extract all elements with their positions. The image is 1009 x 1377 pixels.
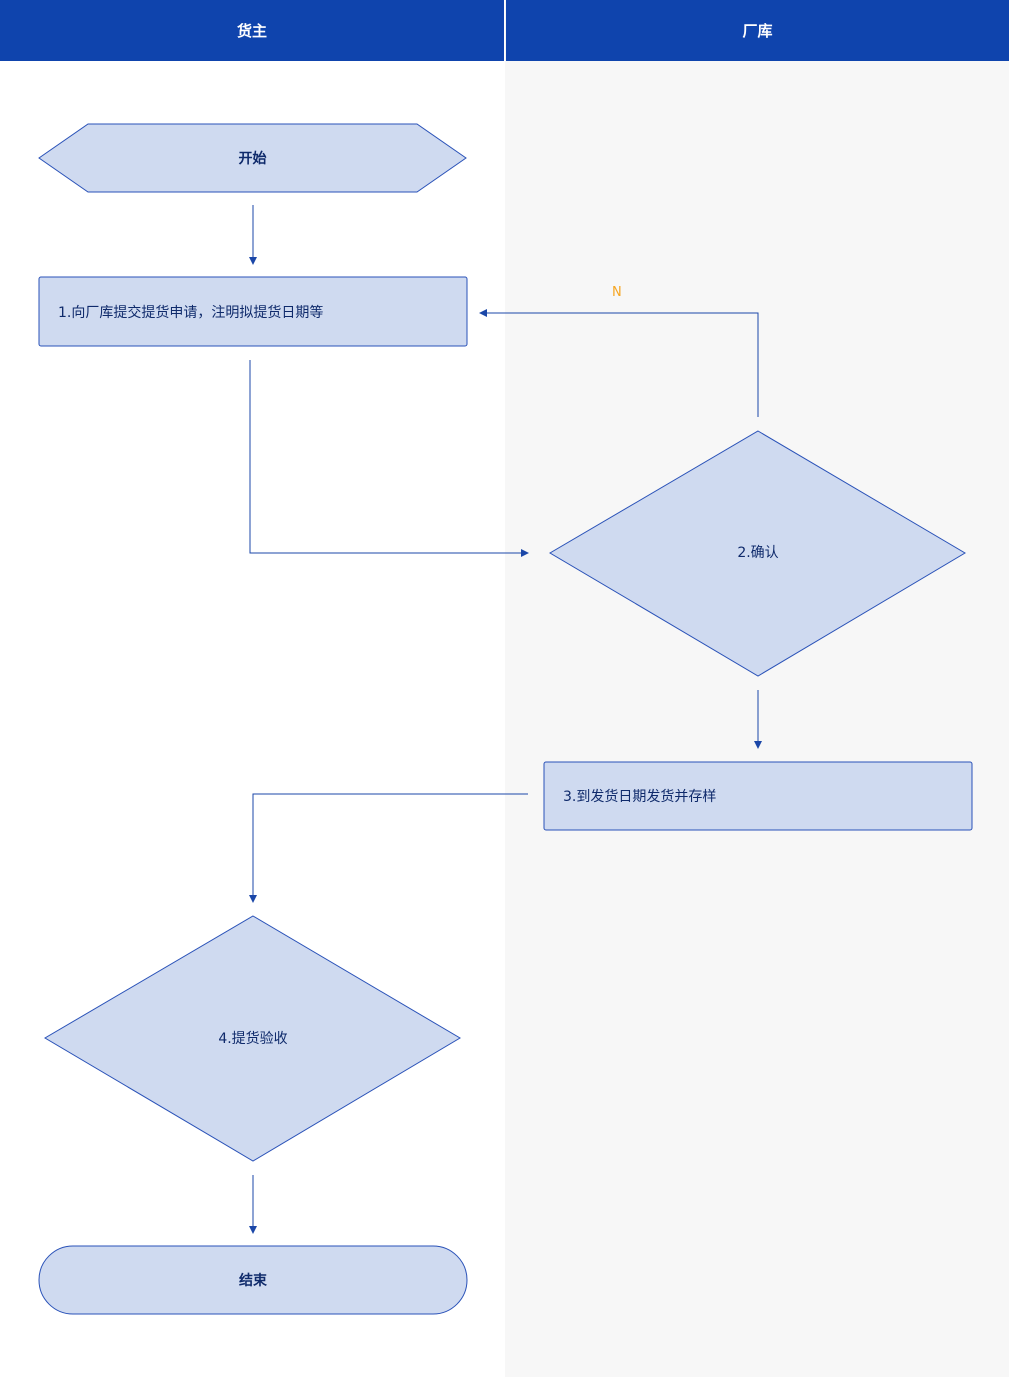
step3-label: 3.到发货日期发货并存样 bbox=[563, 789, 717, 805]
step3-node[interactable] bbox=[543, 761, 973, 831]
end-node[interactable] bbox=[38, 1245, 468, 1315]
step2-decision-node[interactable] bbox=[549, 430, 966, 677]
lane-background-factory bbox=[505, 0, 1009, 1377]
step4-decision-node[interactable] bbox=[44, 915, 461, 1162]
lane-header-factory: 厂库 bbox=[506, 0, 1009, 61]
step1-label: 1.向厂库提交提货申请，注明拟提货日期等 bbox=[58, 304, 324, 321]
end-label: 结束 bbox=[239, 1273, 267, 1289]
connector-step2-no-to-step1 bbox=[479, 309, 759, 417]
connector-step3-to-step4 bbox=[249, 793, 528, 903]
step1-node[interactable] bbox=[38, 276, 468, 347]
connector-step1-to-step2 bbox=[249, 360, 529, 557]
no-branch-label: N bbox=[612, 285, 622, 300]
start-node[interactable] bbox=[38, 123, 467, 193]
start-label: 开始 bbox=[238, 151, 267, 167]
lane-header-owner: 货主 bbox=[0, 0, 504, 61]
step4-label: 4.提货验收 bbox=[218, 1031, 288, 1047]
step2-label: 2.确认 bbox=[737, 545, 779, 561]
